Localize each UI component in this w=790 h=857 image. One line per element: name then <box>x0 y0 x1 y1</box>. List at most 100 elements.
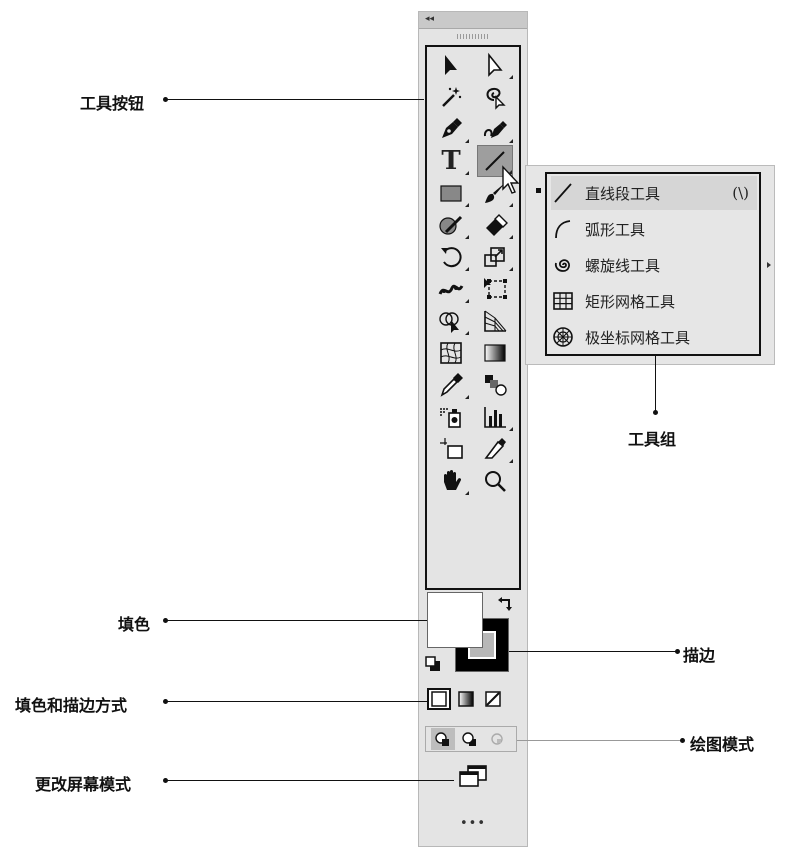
pen-tool[interactable] <box>433 113 469 145</box>
flyout-item-shortcut: (\) <box>732 184 749 202</box>
scale-tool[interactable] <box>477 241 513 273</box>
drawing-mode-row <box>431 728 509 750</box>
gradient-icon <box>484 344 506 362</box>
leader-line <box>166 701 428 702</box>
line-segment-icon <box>554 183 572 203</box>
flyout-item-polar-grid[interactable]: 极坐标网格工具 <box>551 320 757 354</box>
lasso-tool[interactable] <box>477 81 513 113</box>
none-mode-button[interactable] <box>481 688 505 710</box>
zoom-icon <box>485 471 506 492</box>
column-graph-tool[interactable] <box>477 401 513 433</box>
flyout-item-line-segment[interactable]: 直线段工具 (\) <box>551 176 757 210</box>
free-transform-tool[interactable] <box>477 273 513 305</box>
shaper-tool[interactable] <box>433 209 469 241</box>
leader-line <box>517 740 681 741</box>
label-fill: 填色 <box>118 615 151 634</box>
magic-wand-tool[interactable] <box>433 81 469 113</box>
leader-dot <box>163 97 168 102</box>
puppet-warp-icon <box>438 284 464 295</box>
rectangle-icon <box>440 185 462 202</box>
curvature-tool[interactable] <box>477 113 513 145</box>
lasso-icon <box>486 87 506 110</box>
tool-group-flyout: 直线段工具 (\) 弧形工具 螺旋线工具 矩形网格工具 极坐标网格工具 <box>525 165 775 365</box>
type-tool[interactable]: T <box>433 145 469 177</box>
draw-behind-icon <box>462 732 476 746</box>
puppet-warp-tool[interactable] <box>433 273 469 305</box>
zoom-tool[interactable] <box>477 465 513 497</box>
gradient-mode-button[interactable] <box>454 688 478 710</box>
column-graph-icon <box>484 407 506 428</box>
flyout-item-arc[interactable]: 弧形工具 <box>551 212 757 246</box>
perspective-grid-icon <box>484 310 507 332</box>
shape-builder-icon <box>439 312 459 333</box>
blend-tool[interactable] <box>477 369 513 401</box>
screen-mode-icon <box>459 765 487 787</box>
none-icon <box>485 691 501 707</box>
fill-swatch[interactable] <box>427 592 483 648</box>
leader-dot <box>163 778 168 783</box>
selection-tool[interactable] <box>433 49 469 81</box>
drawing-mode-group <box>425 726 517 752</box>
perspective-grid-tool[interactable] <box>477 305 513 337</box>
eyedropper-icon <box>440 373 463 397</box>
leader-line <box>655 355 656 413</box>
artboard-icon <box>440 438 463 459</box>
rectangular-grid-icon <box>553 292 573 310</box>
flyout-item-label: 极坐标网格工具 <box>585 328 691 347</box>
line-segment-icon <box>485 151 505 171</box>
gradient-swatch-icon <box>458 691 474 707</box>
flyout-item-label: 矩形网格工具 <box>585 292 676 311</box>
slice-icon <box>484 438 506 459</box>
shaper-icon <box>439 215 463 235</box>
flyout-item-label: 螺旋线工具 <box>585 256 661 275</box>
slice-tool[interactable] <box>477 433 513 465</box>
color-mode-button[interactable] <box>427 688 451 710</box>
draw-normal-button[interactable] <box>431 728 455 750</box>
rotate-icon <box>441 247 462 268</box>
draw-behind-button[interactable] <box>458 728 482 750</box>
symbol-sprayer-tool[interactable] <box>433 401 469 433</box>
gradient-tool[interactable] <box>477 337 513 369</box>
leader-line <box>500 651 676 652</box>
default-fill-stroke-icon[interactable] <box>425 656 441 672</box>
eraser-tool[interactable] <box>477 209 513 241</box>
eyedropper-tool[interactable] <box>433 369 469 401</box>
arc-icon <box>555 220 571 239</box>
hand-icon <box>444 469 462 490</box>
curvature-icon <box>483 121 507 138</box>
mesh-tool[interactable] <box>433 337 469 369</box>
flyout-item-spiral[interactable]: 螺旋线工具 <box>551 248 757 282</box>
leader-dot <box>680 738 685 743</box>
symbol-sprayer-icon <box>440 408 461 428</box>
artboard-tool[interactable] <box>433 433 469 465</box>
label-tool-buttons: 工具按钮 <box>80 94 145 113</box>
collapse-icon[interactable]: ◂◂ <box>425 14 435 24</box>
leader-line <box>166 99 424 100</box>
leader-line <box>166 620 428 621</box>
free-transform-icon <box>484 278 507 299</box>
panel-header[interactable]: ◂◂ <box>419 12 527 29</box>
rotate-tool[interactable] <box>433 241 469 273</box>
tools-panel: ◂◂ T <box>418 11 528 847</box>
direct-selection-tool[interactable] <box>477 49 513 81</box>
drag-grip[interactable] <box>457 34 489 39</box>
edit-toolbar-button[interactable]: ••• <box>459 816 486 831</box>
change-screen-mode-button[interactable] <box>455 762 491 792</box>
hand-tool[interactable] <box>433 465 469 497</box>
leader-dot <box>653 410 658 415</box>
leader-dot <box>163 699 168 704</box>
spiral-icon <box>554 259 570 272</box>
flyout-item-rectangular-grid[interactable]: 矩形网格工具 <box>551 284 757 318</box>
shape-builder-tool[interactable] <box>433 305 469 337</box>
draw-inside-icon <box>491 733 503 745</box>
draw-inside-button[interactable] <box>485 728 509 750</box>
flyout-expand-icon[interactable] <box>767 262 771 268</box>
eraser-icon <box>486 214 508 236</box>
scale-icon <box>484 247 505 267</box>
rectangle-tool[interactable] <box>433 177 469 209</box>
leader-line <box>166 780 454 781</box>
polar-grid-icon <box>553 327 573 347</box>
leader-dot <box>163 618 168 623</box>
swap-fill-stroke-icon[interactable] <box>497 595 515 613</box>
line-segment-tool[interactable] <box>477 145 513 177</box>
